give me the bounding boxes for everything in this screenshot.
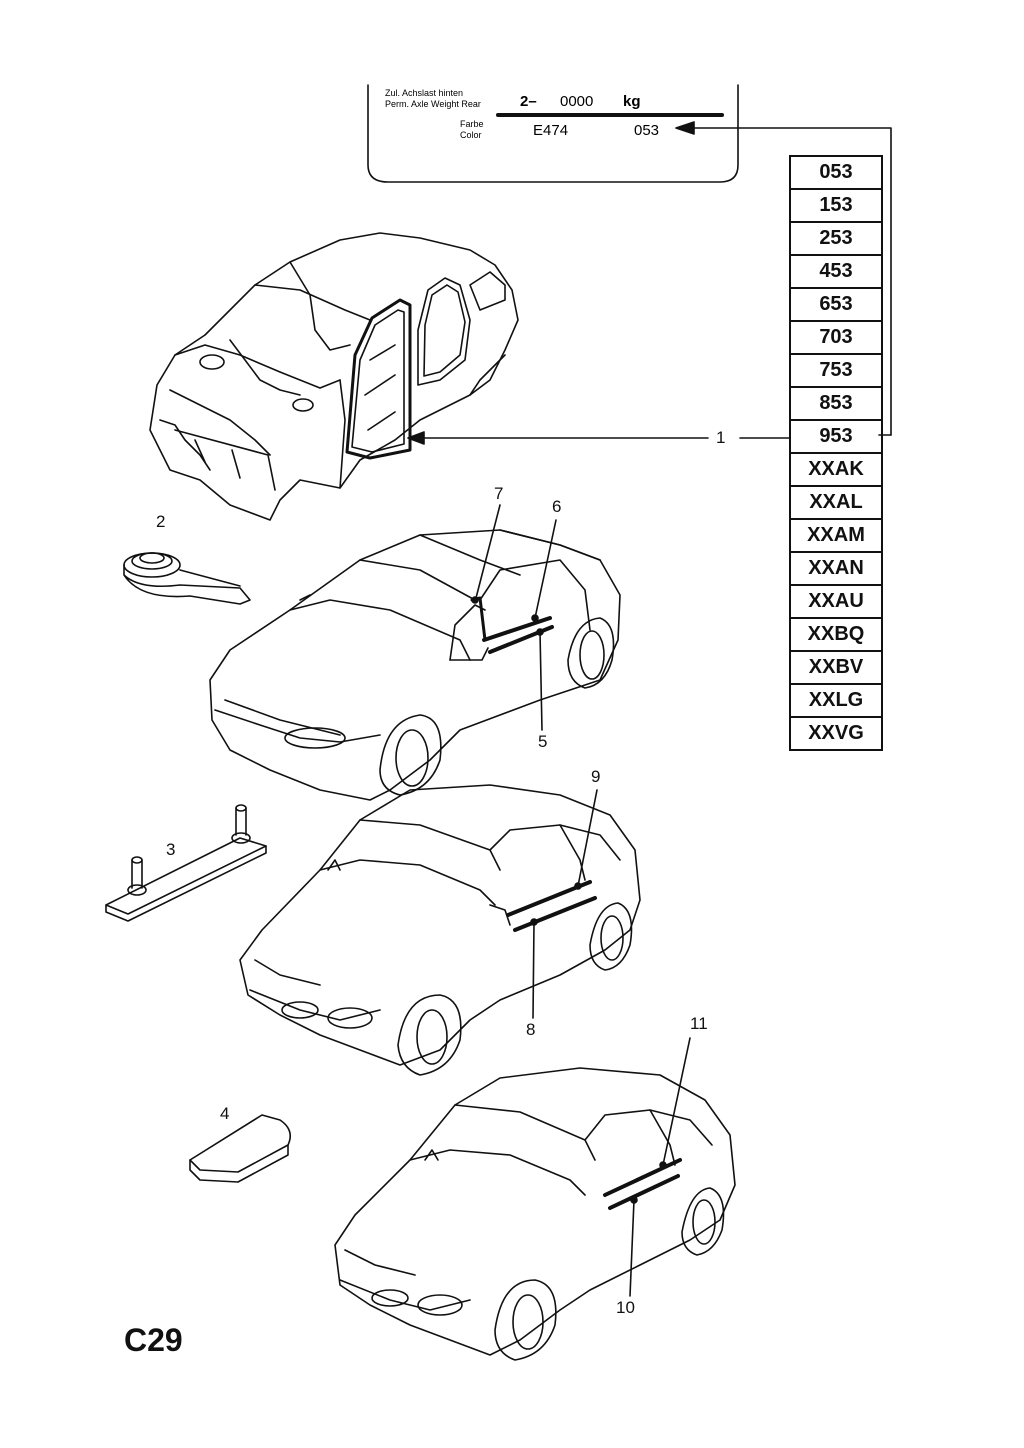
leader-5 [539, 631, 543, 731]
color-code-cell: XXAN [791, 553, 881, 586]
color-code-cell: XXBV [791, 652, 881, 685]
color-code-cell: XXAK [791, 454, 881, 487]
color-code-cell: XXAM [791, 520, 881, 553]
color-leader-line [689, 127, 892, 436]
leader-9 [577, 789, 598, 887]
color-arrowhead [675, 121, 695, 135]
color-code-cell: 853 [791, 388, 881, 421]
callout-8: 8 [526, 1020, 536, 1039]
leader-11 [662, 1037, 691, 1166]
leader-6 [534, 519, 557, 619]
callout-2: 2 [156, 512, 166, 531]
color-code-cell: 703 [791, 322, 881, 355]
color-code-cell: 753 [791, 355, 881, 388]
stud-plate-illustration [105, 804, 267, 922]
id-plate-outline [367, 84, 739, 183]
color-code-cell: 153 [791, 190, 881, 223]
color-code-cell: 053 [791, 157, 881, 190]
color-code: E474 [533, 122, 568, 139]
color-code-cell: 253 [791, 223, 881, 256]
car-5door-b-illustration [334, 1067, 736, 1361]
pad-illustration [189, 1114, 291, 1183]
callout-5: 5 [538, 732, 548, 751]
color-code-cell: XXAU [791, 586, 881, 619]
color-label-en: Color [460, 130, 482, 140]
callout-11: 11 [690, 1014, 708, 1033]
body-shell-illustration [149, 232, 519, 521]
leader-10 [629, 1199, 635, 1297]
color-code-cell: 453 [791, 256, 881, 289]
callout-6: 6 [552, 497, 562, 516]
color-code-cell: XXAL [791, 487, 881, 520]
color-code-cell: XXVG [791, 718, 881, 751]
callout-1: 1 [716, 428, 726, 447]
car-5door-a-illustration [239, 784, 641, 1076]
callout-4: 4 [220, 1104, 230, 1123]
color-number: 053 [634, 122, 659, 139]
moulding-part-8 [513, 896, 597, 932]
seal-part-7 [470, 596, 487, 642]
axle-label-en: Perm. Axle Weight Rear [385, 99, 481, 109]
moulding-part-11 [603, 1158, 682, 1197]
leader-7 [475, 504, 501, 599]
moulding-part-10 [608, 1174, 680, 1210]
page-id: C29 [124, 1322, 183, 1358]
leader-8 [532, 921, 535, 1019]
color-code-cell: 653 [791, 289, 881, 322]
axle-unit: kg [623, 93, 641, 110]
axle-prefix: 2– [520, 93, 537, 110]
callout-3: 3 [166, 840, 176, 859]
axle-value: 0000 [560, 93, 593, 110]
car-3door-illustration [209, 529, 621, 801]
callout-10: 10 [616, 1298, 635, 1317]
color-code-cell: XXBQ [791, 619, 881, 652]
axle-label-de: Zul. Achslast hinten [385, 88, 463, 98]
moulding-part-6 [482, 616, 552, 642]
color-label-de: Farbe [460, 119, 484, 129]
color-code-cell: XXLG [791, 685, 881, 718]
tape-roll-illustration [123, 552, 251, 605]
leader-1-arrowhead [407, 431, 425, 445]
callout-9: 9 [591, 767, 601, 786]
color-code-cell: 953 [791, 421, 881, 454]
callout-7: 7 [494, 484, 504, 503]
